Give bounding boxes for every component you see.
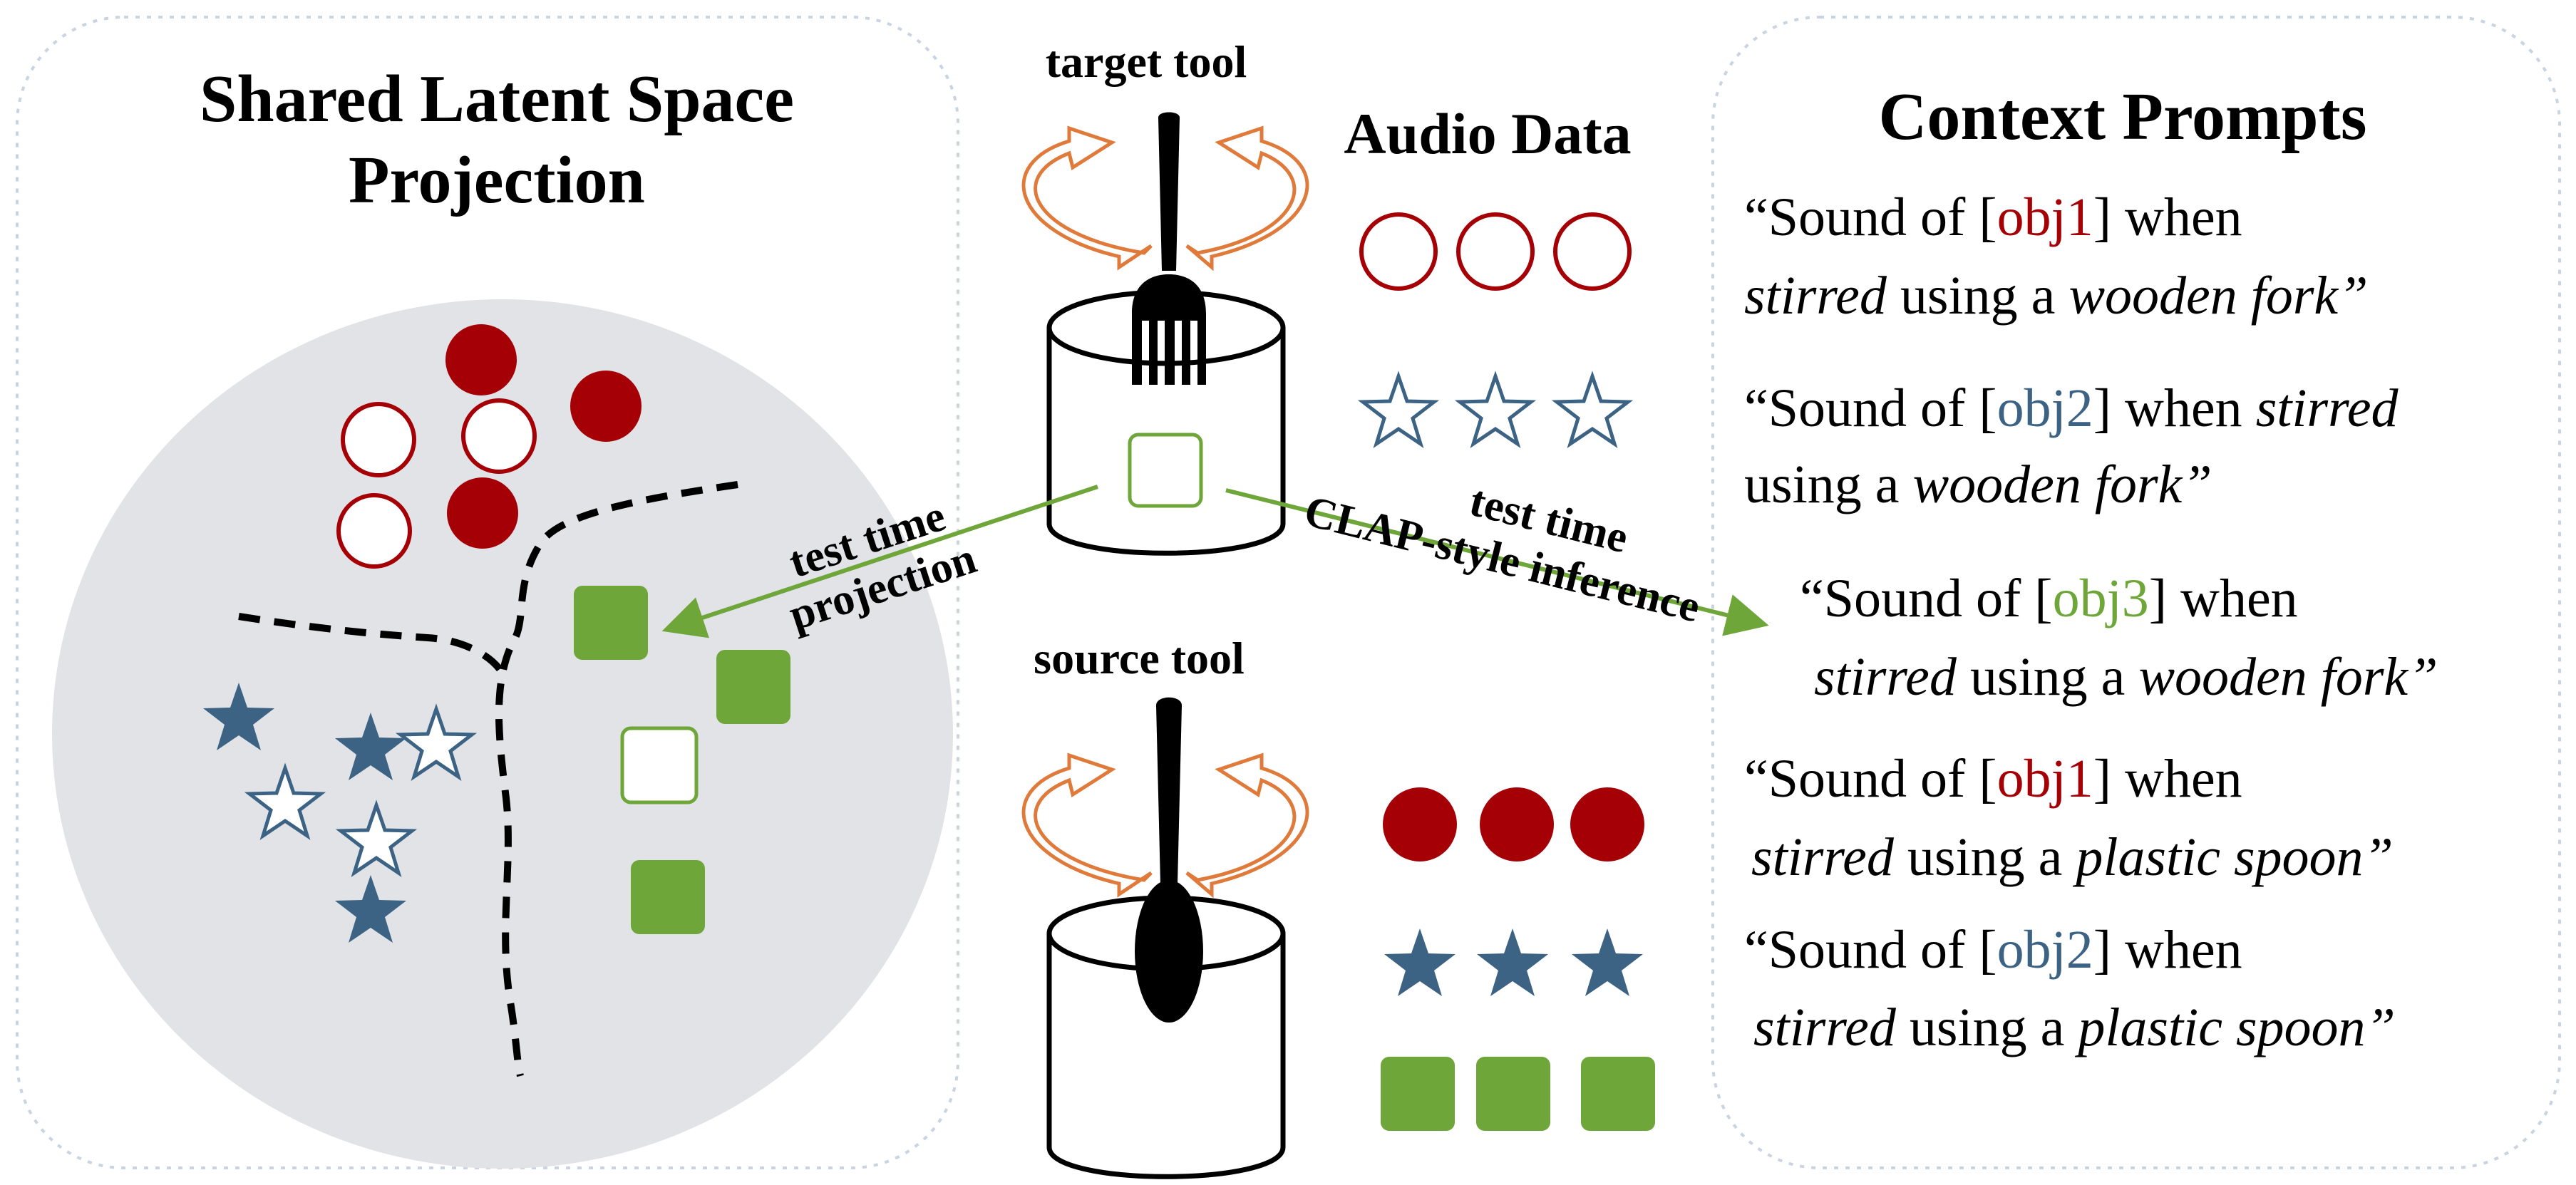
filled-green-square <box>574 586 648 660</box>
latent-panel-title-line1: Shared Latent Space <box>200 62 794 136</box>
prompt-text: “Sound of [ <box>1744 920 1997 980</box>
latent-space-panel: Shared Latent Space Projection <box>16 16 959 1169</box>
filled-green-square <box>631 860 705 934</box>
prompt-object-token: obj3 <box>2053 569 2149 628</box>
prompt-5-line1: “Sound of [obj2] when <box>1744 920 2242 980</box>
projection-arrow <box>661 485 1098 638</box>
prompt-object-token: obj2 <box>1997 378 2093 438</box>
audio-data-title: Audio Data <box>1344 101 1631 166</box>
audio-hollow-circles <box>1359 212 1632 291</box>
hollow-red-circle <box>336 493 412 569</box>
prompt-3-line1: “Sound of [obj3] when <box>1800 569 2298 628</box>
hollow-green-square <box>1128 433 1203 508</box>
filled-blue-star <box>1572 928 1643 996</box>
filled-red-circle <box>1570 787 1644 861</box>
target-tool-label: target tool <box>1046 36 1247 87</box>
audio-hollow-stars <box>1363 376 1628 444</box>
filled-red-circle <box>1480 787 1554 861</box>
filled-blue-star <box>1477 928 1548 996</box>
filled-red-circle <box>1383 787 1457 861</box>
red-circle-cluster <box>336 324 642 569</box>
rotate-arrow-icon <box>1021 752 1309 899</box>
prompt-italic-text: stirred <box>1744 266 1887 326</box>
spoon-icon <box>1135 697 1203 1023</box>
prompt-text: using a <box>1896 998 2078 1057</box>
audio-filled-circles <box>1383 787 1644 861</box>
prompts-panel-title: Context Prompts <box>1879 80 2367 154</box>
filled-green-square <box>716 650 790 724</box>
decision-boundary-2 <box>238 613 506 676</box>
prompt-italic-text: stirred <box>1814 647 1957 707</box>
prompt-object-token: obj1 <box>1997 749 2093 809</box>
hollow-blue-star <box>1363 376 1434 444</box>
audio-filled-stars <box>1384 928 1643 996</box>
fork-icon <box>1132 112 1206 385</box>
decision-boundary-1 <box>495 481 738 1077</box>
prompt-italic-text: plastic spoon” <box>2074 998 2396 1057</box>
green-square-cluster <box>574 586 790 934</box>
prompt-1-line1: “Sound of [obj1] when <box>1744 187 2242 247</box>
target-cup-icon <box>1046 289 1286 556</box>
prompt-text: ] when <box>2093 187 2242 247</box>
filled-red-circle <box>445 324 517 395</box>
prompt-4-line1: “Sound of [obj1] when <box>1744 749 2242 809</box>
prompt-text: ] when <box>2149 569 2298 628</box>
hollow-green-square <box>620 726 699 804</box>
prompt-text: “Sound of [ <box>1744 187 1997 247</box>
inference-arrow <box>1225 488 1769 636</box>
filled-red-circle <box>447 477 518 549</box>
hollow-red-circle <box>1359 212 1438 291</box>
prompt-text: using a <box>1957 647 2138 707</box>
hollow-blue-star <box>1557 376 1628 444</box>
prompt-4-line2: stirred using a plastic spoon” <box>1751 827 2394 887</box>
prompt-text: “Sound of [ <box>1744 749 1997 809</box>
prompt-italic-text: stirred <box>1751 827 1895 887</box>
prompt-text: using a <box>1887 266 2068 326</box>
latent-panel-title-line2: Projection <box>349 143 645 217</box>
prompt-object-token: obj2 <box>1997 920 2093 980</box>
prompt-2-line1: “Sound of [obj2] when stirred <box>1744 378 2399 438</box>
prompt-1-line2: stirred using a wooden fork” <box>1744 266 2368 326</box>
context-prompts-panel: Context Prompts “Sound of [obj1] whensti… <box>1711 16 2561 1169</box>
audio-filled-squares <box>1381 1057 1655 1131</box>
filled-blue-star <box>1384 928 1456 996</box>
prompt-text: ] when <box>2093 749 2242 809</box>
prompt-3-line2: stirred using a wooden fork” <box>1814 647 2438 707</box>
filled-green-square <box>1476 1057 1550 1131</box>
prompt-text: ] when <box>2093 920 2242 980</box>
prompt-text: using a <box>1894 827 2076 887</box>
prompt-italic-text: plastic spoon” <box>2072 827 2394 887</box>
hollow-red-circle <box>1456 212 1535 291</box>
prompts-panel-border <box>1711 16 2561 1169</box>
prompt-italic-text: stirred <box>2256 378 2399 438</box>
hollow-red-circle <box>1553 212 1632 291</box>
prompt-text: “Sound of [ <box>1800 569 2053 628</box>
prompt-text: ] when <box>2093 378 2256 438</box>
prompt-text: using a <box>1744 455 1912 514</box>
source-tool-label: source tool <box>1034 633 1245 683</box>
prompt-5-line2: stirred using a plastic spoon” <box>1753 998 2396 1057</box>
prompt-object-token: obj1 <box>1997 187 2093 247</box>
prompt-italic-text: wooden fork” <box>2138 647 2438 707</box>
filled-red-circle <box>570 371 642 442</box>
hollow-red-circle <box>461 398 537 474</box>
filled-green-square <box>1581 1057 1655 1131</box>
prompt-italic-text: wooden fork” <box>2068 266 2368 326</box>
rotate-arrow-icon <box>1021 125 1309 271</box>
prompt-2-line2: using a wooden fork” <box>1744 455 2212 514</box>
prompt-text: “Sound of [ <box>1744 378 1997 438</box>
hollow-red-circle <box>341 402 416 477</box>
filled-green-square <box>1381 1057 1455 1131</box>
prompt-italic-text: wooden fork” <box>1912 455 2212 514</box>
prompt-italic-text: stirred <box>1753 998 1897 1057</box>
hollow-blue-star <box>1460 376 1531 444</box>
